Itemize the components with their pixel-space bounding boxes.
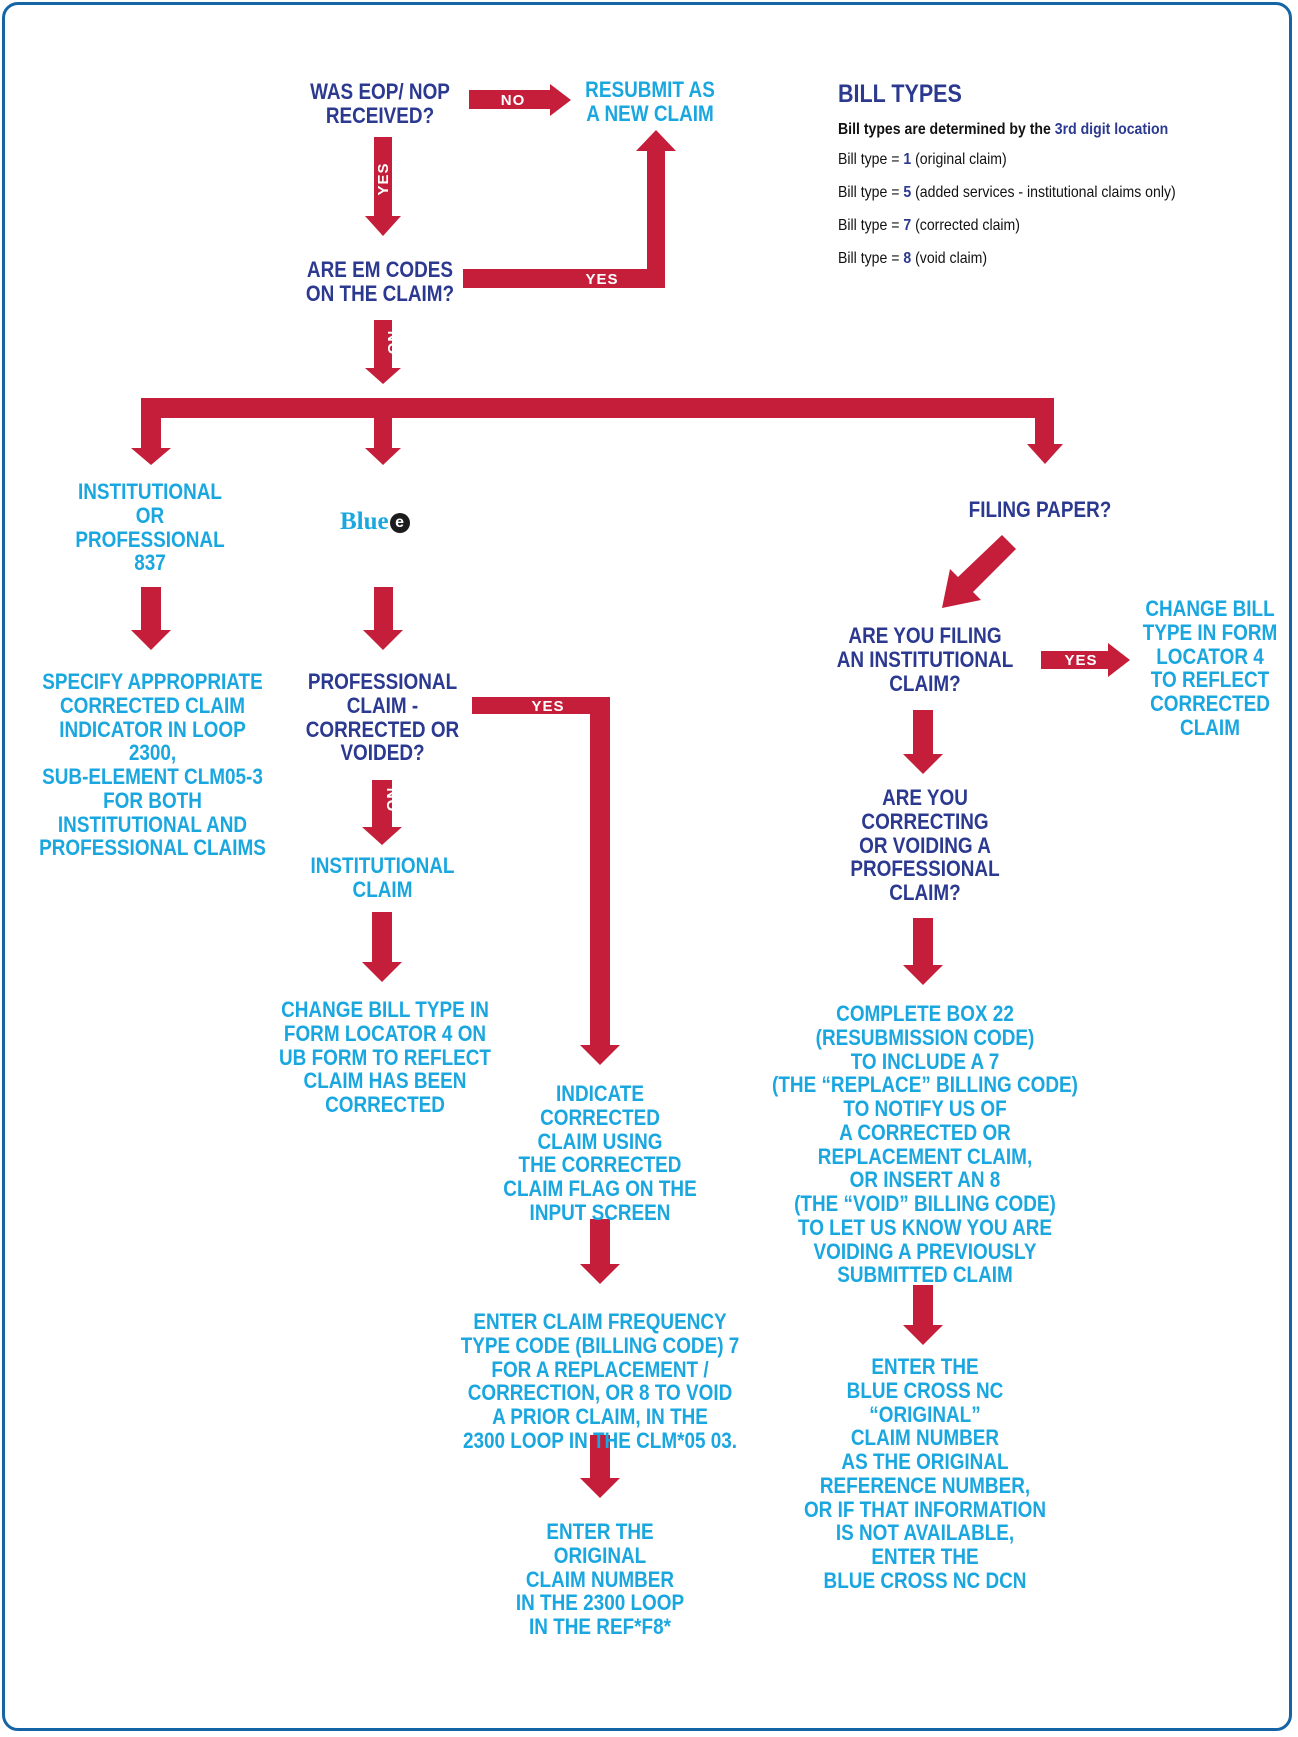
arrow-frequency-original <box>580 1435 620 1498</box>
bill-type-row: Bill type = 5 (added services - institut… <box>838 184 1225 217</box>
bill-type-code: 8 <box>903 250 912 267</box>
arrow-box22-bluecross <box>903 1285 943 1345</box>
arrow-eop-yes-em: YES <box>365 137 401 236</box>
blue-e-logo-text: Blue <box>340 508 389 535</box>
bill-type-desc: (corrected claim) <box>915 217 1020 234</box>
arrow-837-specify <box>131 587 171 650</box>
arrow-institutional-change <box>362 912 402 982</box>
arrow-label-no: NO <box>501 92 526 109</box>
bill-types-panel: BILL TYPES Bill types are determined by … <box>838 80 1278 283</box>
node-change-bill-type-locator: CHANGE BILL TYPE IN FORM LOCATOR 4 TO RE… <box>1142 596 1278 740</box>
node-enter-original-ref: ENTER THE ORIGINAL CLAIM NUMBER IN THE 2… <box>515 1519 685 1639</box>
bill-types-subtitle-highlight: 3rd digit location <box>1054 121 1169 138</box>
node-indicate-corrected: INDICATE CORRECTED CLAIM USING THE CORRE… <box>503 1081 697 1225</box>
node-specify-indicator: SPECIFY APPROPRIATE CORRECTED CLAIM INDI… <box>39 669 266 861</box>
bill-types-subtitle-prefix: Bill types are determined by the <box>838 121 1051 138</box>
arrow-professional-no-institutional: NO <box>362 780 402 845</box>
arrow-indicate-frequency <box>580 1219 620 1284</box>
arrow-bluee-professional <box>363 587 403 650</box>
arrow-label-yes: YES <box>1064 652 1097 669</box>
bill-type-row: Bill type = 1 (original claim) <box>838 151 1225 184</box>
arrow-institutional-yes-change: YES <box>1041 643 1130 677</box>
node-complete-box-22: COMPLETE BOX 22 (RESUBMISSION CODE) TO I… <box>772 1001 1078 1288</box>
node-eop-question: WAS EOP/ NOP RECEIVED? <box>310 79 450 128</box>
node-institutional-filing-question: ARE YOU FILING AN INSTITUTIONAL CLAIM? <box>836 623 1014 696</box>
arrow-branch-bar <box>131 398 1063 465</box>
bill-type-prefix: Bill type = <box>838 250 900 267</box>
arrow-eop-no-resubmit: NO <box>469 84 571 116</box>
arrow-em-yes-resubmit: YES <box>463 130 676 288</box>
arrow-professional-yes-indicate: YES <box>472 697 620 1065</box>
bill-type-prefix: Bill type = <box>838 151 900 168</box>
bill-type-code: 1 <box>903 151 912 168</box>
node-em-codes-question: ARE EM CODES ON THE CLAIM? <box>305 257 455 306</box>
arrow-label-no: NO <box>384 331 401 356</box>
arrow-institutional-professional <box>903 710 943 774</box>
bill-type-row: Bill type = 7 (corrected claim) <box>838 217 1225 250</box>
node-institutional-claim: INSTITUTIONAL CLAIM <box>310 853 455 902</box>
node-resubmit: RESUBMIT AS A NEW CLAIM <box>585 77 715 126</box>
bill-type-desc: (original claim) <box>915 151 1007 168</box>
bill-type-code: 7 <box>903 217 912 234</box>
node-change-bill-type-ub: CHANGE BILL TYPE IN FORM LOCATOR 4 ON UB… <box>279 997 491 1117</box>
node-enter-frequency-code: ENTER CLAIM FREQUENCY TYPE CODE (BILLING… <box>460 1309 740 1453</box>
bill-types-subtitle: Bill types are determined by the 3rd dig… <box>838 121 1225 139</box>
arrow-label-yes: YES <box>585 271 618 288</box>
bill-type-prefix: Bill type = <box>838 184 900 201</box>
node-enter-blue-cross-original: ENTER THE BLUE CROSS NC “ORIGINAL” CLAIM… <box>803 1354 1047 1593</box>
arrow-label-no: NO <box>383 788 400 813</box>
node-filing-paper: FILING PAPER? <box>968 497 1112 522</box>
arrow-label-yes: YES <box>531 698 564 715</box>
bill-type-row: Bill type = 8 (void claim) <box>838 250 1225 283</box>
bill-type-desc: (added services - institutional claims o… <box>915 184 1176 201</box>
bill-types-title: BILL TYPES <box>838 80 962 108</box>
arrow-label-yes: YES <box>375 162 392 195</box>
arrow-professional-box22 <box>903 918 943 985</box>
bill-type-code: 5 <box>903 184 912 201</box>
arrow-filing-diagonal <box>942 535 1016 608</box>
node-institutional-or-professional: INSTITUTIONAL OR PROFESSIONAL 837 <box>75 479 225 576</box>
node-professional-question: PROFESSIONAL CLAIM - CORRECTED OR VOIDED… <box>305 669 460 766</box>
bill-type-desc: (void claim) <box>915 250 988 267</box>
arrow-em-no-down: NO <box>365 320 401 384</box>
blue-e-mark-icon: e <box>389 513 410 533</box>
bill-type-prefix: Bill type = <box>838 217 900 234</box>
node-professional-correcting-question: ARE YOU CORRECTING OR VOIDING A PROFESSI… <box>850 785 1000 905</box>
